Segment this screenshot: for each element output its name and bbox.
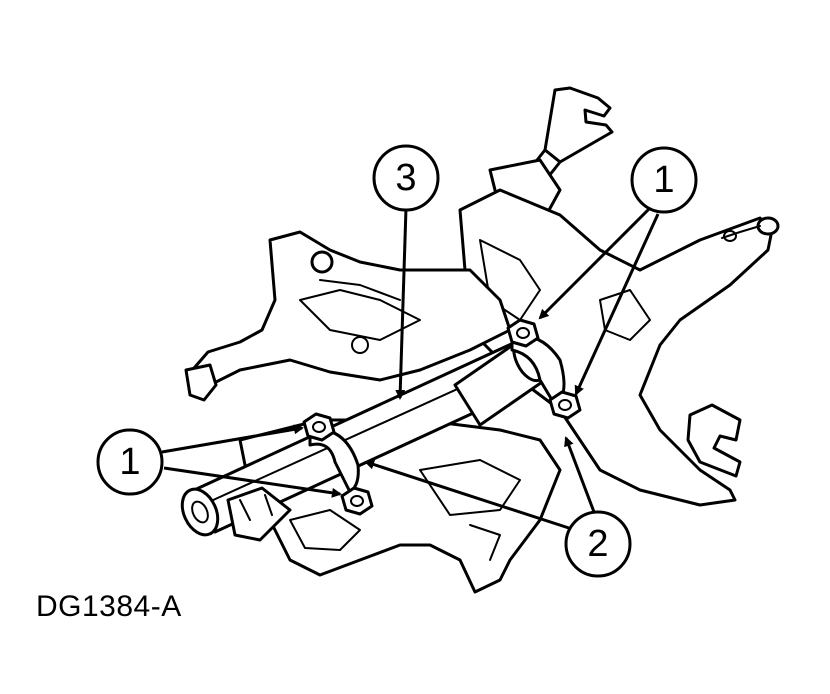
callout-3: 3	[372, 144, 440, 212]
callout-2-number: 2	[587, 523, 608, 565]
callout-1-lower-number: 1	[119, 441, 140, 483]
nut-upper-left	[506, 318, 540, 348]
right-mounting-bracket	[458, 188, 780, 507]
left-mounting-bracket	[184, 230, 512, 402]
callout-2: 2	[564, 510, 632, 578]
callout-1-lower: 1	[96, 428, 164, 496]
nut-lower-left	[302, 412, 336, 442]
figure-code: DG1384-A	[36, 590, 182, 623]
callout-1-upper: 1	[630, 146, 698, 214]
nut-lower-right	[340, 486, 374, 516]
leader-lines	[161, 206, 660, 532]
nut-upper-right	[548, 390, 582, 420]
callout-1-upper-number: 1	[653, 159, 674, 201]
callout-3-number: 3	[395, 157, 416, 199]
